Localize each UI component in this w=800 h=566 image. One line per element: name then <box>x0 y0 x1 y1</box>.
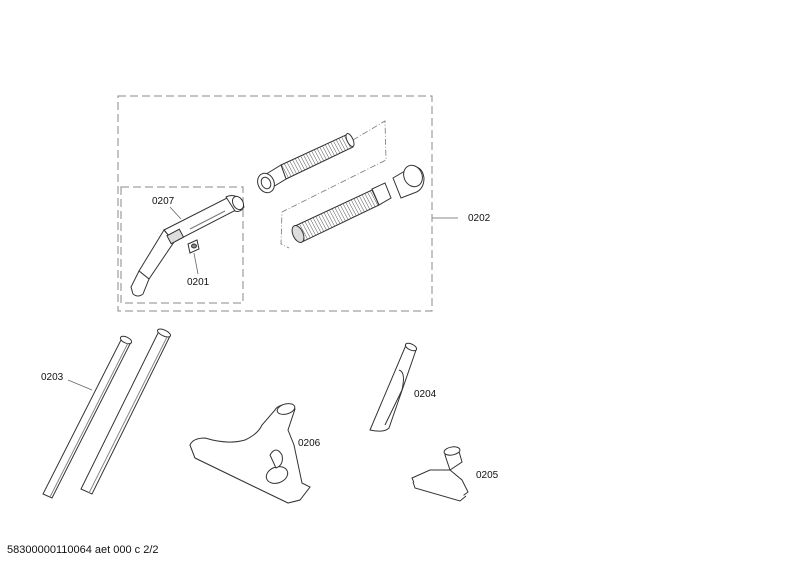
document-code: 58300000110064 aet 000 c 2/2 <box>7 544 159 556</box>
part-0204-crevice-nozzle <box>369 342 418 432</box>
part-0201-clip <box>187 239 200 254</box>
assembly-guide <box>280 120 387 249</box>
leader-0203 <box>67 379 93 391</box>
part-0202-hose-lower <box>291 164 425 243</box>
part-0207-handle <box>130 195 245 297</box>
label-0205: 0205 <box>476 470 499 481</box>
group-handle-boundary <box>120 186 244 304</box>
label-0206: 0206 <box>298 438 321 449</box>
label-0207: 0207 <box>152 196 175 207</box>
part-0206-floor-nozzle <box>189 403 311 504</box>
part-0205-upholstery-nozzle <box>411 446 469 502</box>
label-0201: 0201 <box>187 277 210 288</box>
label-0202: 0202 <box>468 213 491 224</box>
label-0203: 0203 <box>41 372 64 383</box>
part-0203-tubes <box>42 328 171 499</box>
leader-0201 <box>193 252 199 275</box>
group-0202-boundary <box>117 95 458 312</box>
leader-0207 <box>169 206 182 220</box>
label-0204: 0204 <box>414 389 437 400</box>
part-0202-hose-upper <box>257 133 355 194</box>
